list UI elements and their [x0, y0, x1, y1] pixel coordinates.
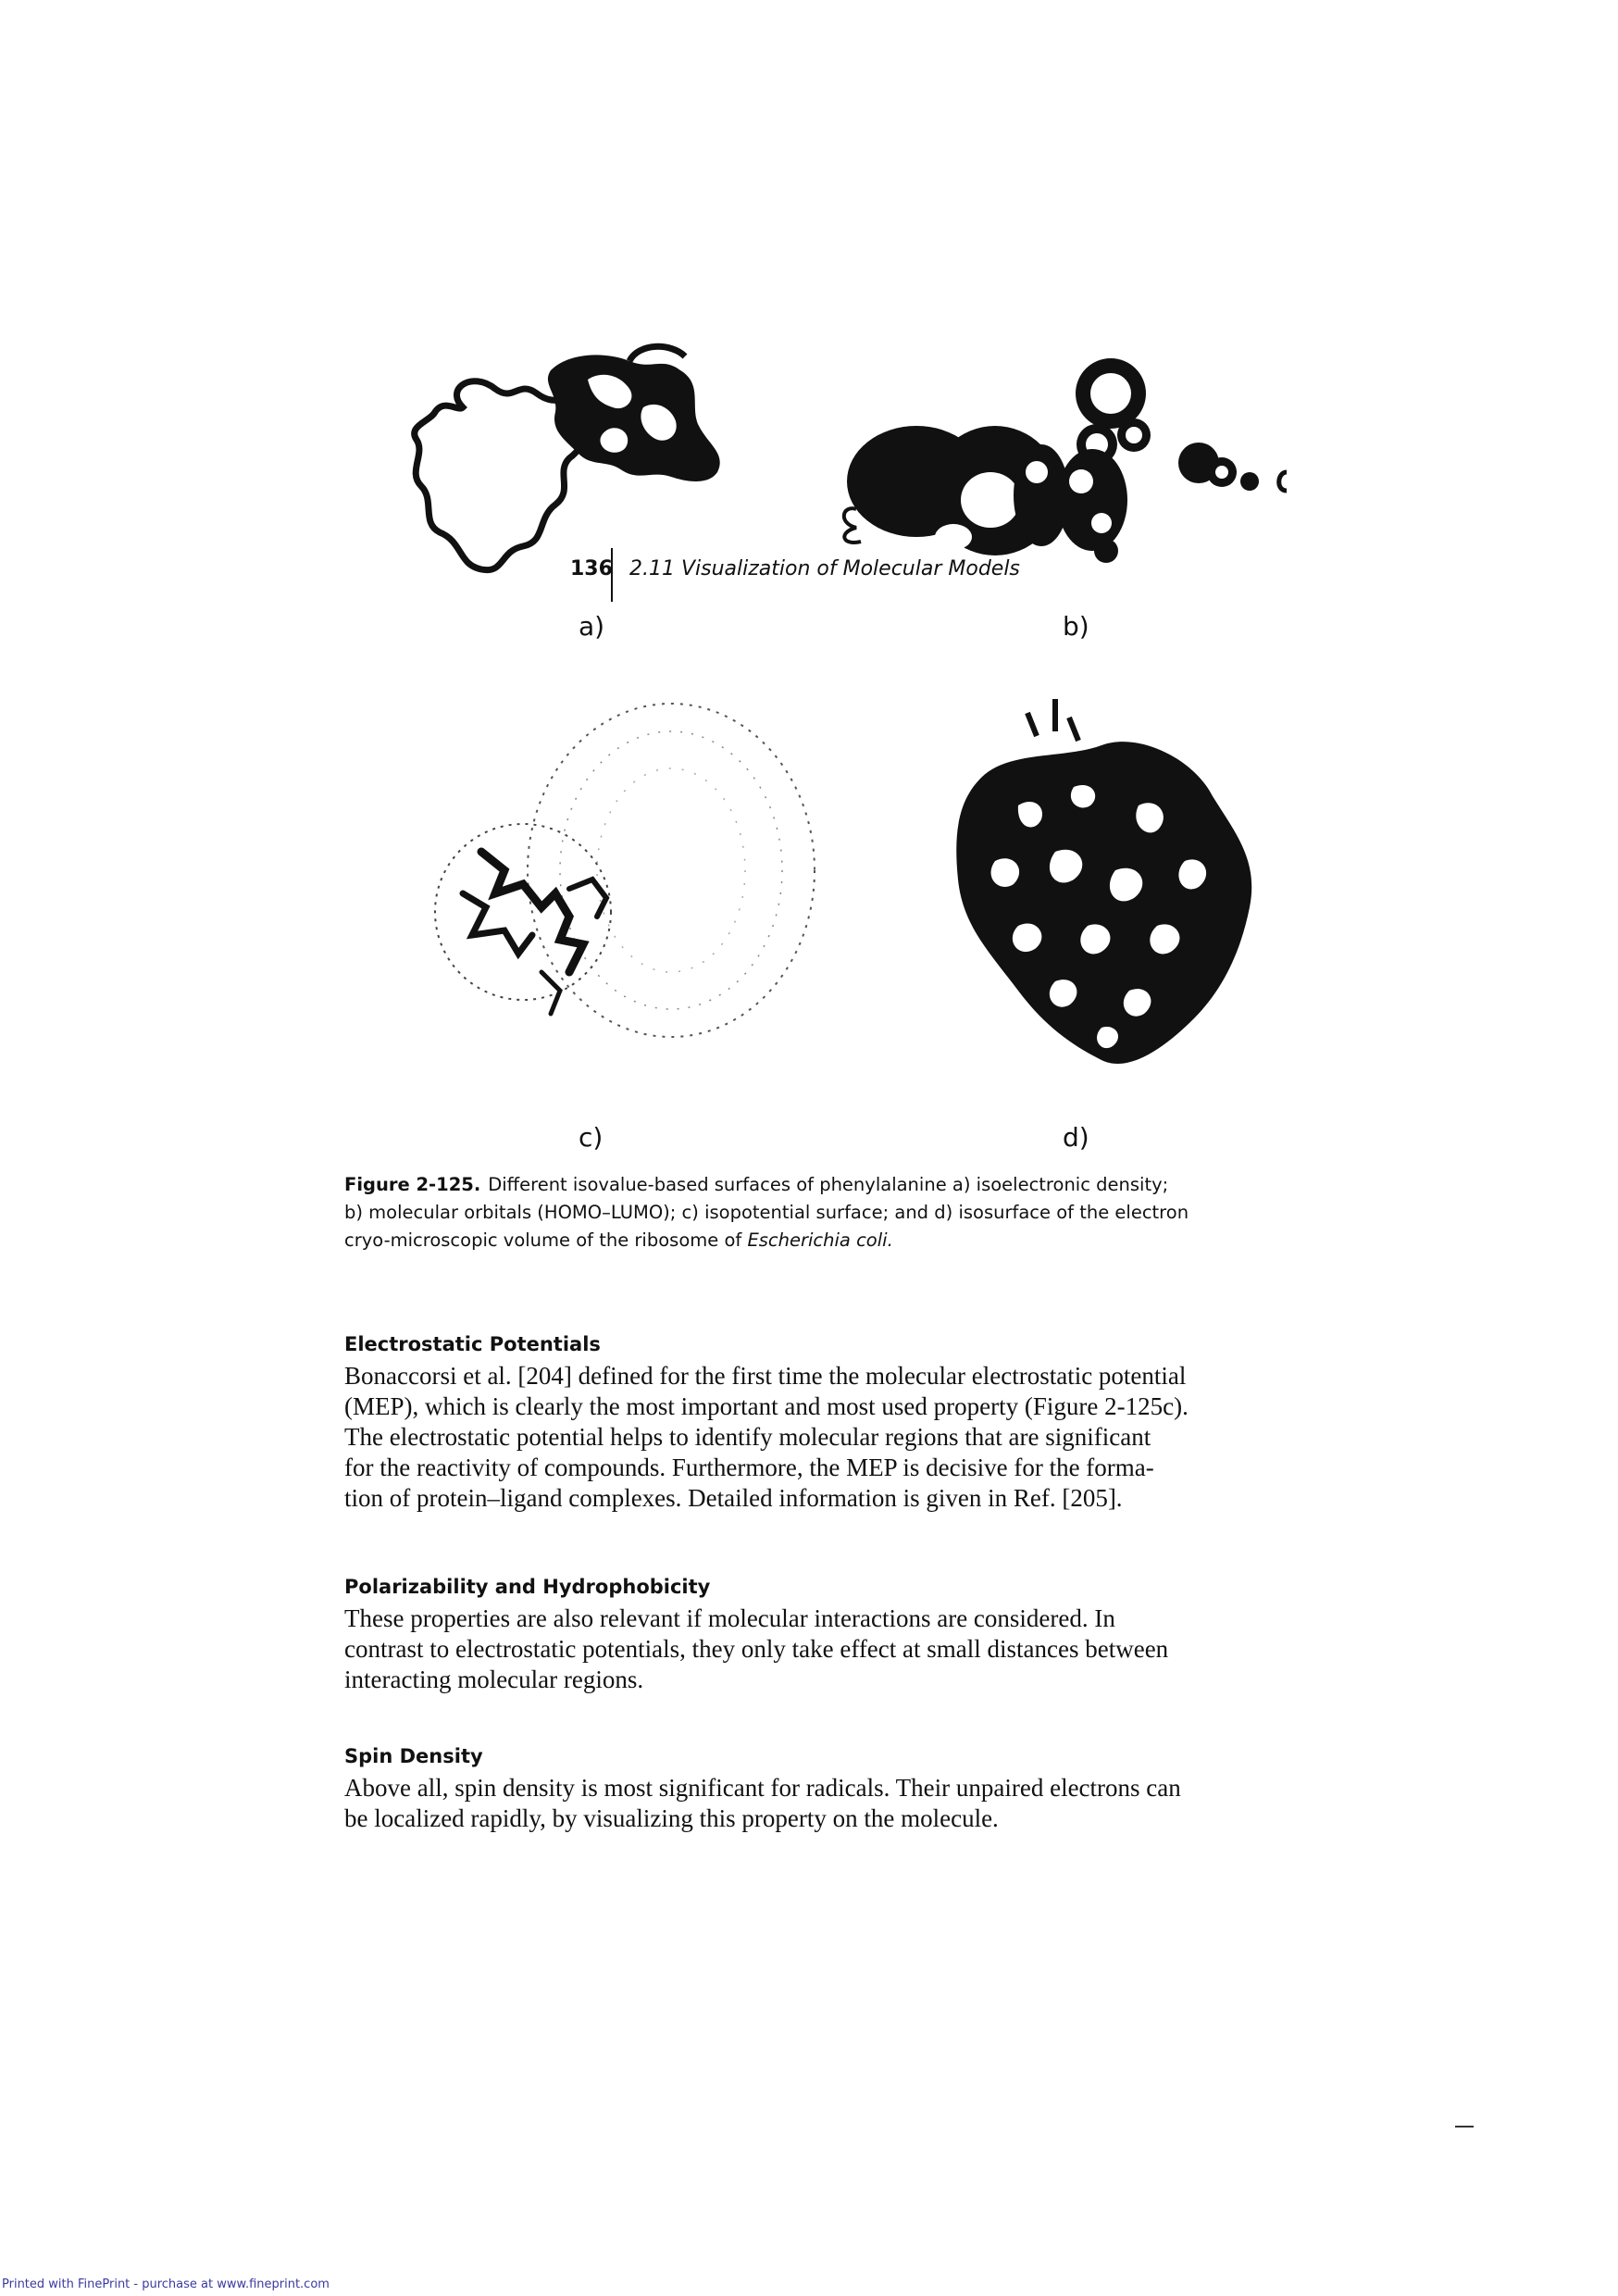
figure-panel-d: d)	[916, 694, 1287, 1153]
caption-line-3: cryo-microscopic volume of the ribosome …	[344, 1227, 1270, 1254]
section-heading: Polarizability and Hydrophobicity	[344, 1576, 711, 1598]
caption-line-2: b) molecular orbitals (HOMO–LUMO); c) is…	[344, 1202, 1189, 1223]
panel-label-c: c)	[579, 1122, 604, 1153]
paragraph-line: (MEP), which is clearly the most importa…	[344, 1392, 1189, 1420]
section-heading: Electrostatic Potentials	[344, 1333, 601, 1355]
paragraph-line: The electrostatic potential helps to ide…	[344, 1423, 1151, 1451]
molecular-orbitals-image	[841, 358, 1288, 563]
figure-caption: Figure 2-125. Different isovalue-based su…	[344, 1171, 1270, 1254]
figure-panel-a: a)	[407, 343, 759, 642]
header-divider	[611, 548, 613, 602]
paragraph-line: interacting molecular regions.	[344, 1666, 644, 1693]
figure-label: Figure 2-125.	[344, 1174, 481, 1195]
panel-label-d: d)	[1063, 1122, 1089, 1153]
caption-text-3: cryo-microscopic volume of the ribosome …	[344, 1229, 748, 1251]
panel-label-b: b)	[1063, 611, 1089, 642]
panel-label-a: a)	[579, 611, 605, 642]
section-heading: Spin Density	[344, 1745, 483, 1767]
species-name: Escherichia coli.	[747, 1229, 893, 1251]
isoelectronic-density-image	[411, 343, 720, 574]
caption-line-1: Figure 2-125. Different isovalue-based su…	[344, 1171, 1270, 1199]
figure-panel-c: c)	[430, 694, 828, 1153]
paragraph-line: for the reactivity of compounds. Further…	[344, 1454, 1154, 1481]
ribosome-isosurface-image	[956, 699, 1252, 1064]
footer-watermark: Printed with FinePrint - purchase at www…	[2, 2277, 330, 2291]
paragraph-line: These properties are also relevant if mo…	[344, 1604, 1115, 1632]
section-title: 2.11 Visualization of Molecular Models	[629, 557, 1020, 580]
section-polarizability-hydrophobicity: Polarizability and Hydrophobicity These …	[344, 1576, 1261, 1695]
page-number: 136	[570, 557, 613, 580]
caption-text-1: Different isovalue-based surfaces of phe…	[488, 1174, 1169, 1195]
section-spin-density: Spin Density Above all, spin density is …	[344, 1745, 1261, 1834]
paragraph-line: Above all, spin density is most signific…	[344, 1774, 1181, 1802]
isopotential-surface-image	[434, 703, 815, 1038]
paragraph-line: contrast to electrostatic potentials, th…	[344, 1635, 1169, 1663]
figure-panel-b: b)	[833, 343, 1314, 642]
section-electrostatic-potentials: Electrostatic Potentials Bonaccorsi et a…	[344, 1333, 1261, 1514]
paragraph-line: tion of protein–ligand complexes. Detail…	[344, 1484, 1123, 1512]
paragraph-line: be localized rapidly, by visualizing thi…	[344, 1804, 999, 1832]
margin-mark	[1455, 2126, 1474, 2128]
paragraph-line: Bonaccorsi et al. [204] defined for the …	[344, 1362, 1187, 1390]
